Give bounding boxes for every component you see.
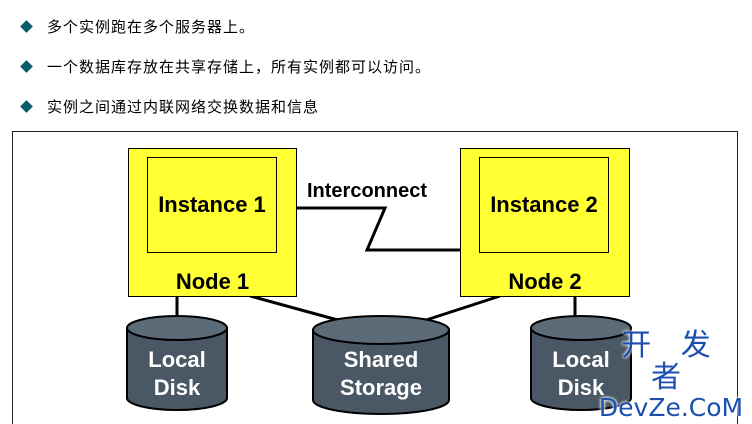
shared-storage-label: Shared Storage	[313, 346, 449, 402]
connector-node1-shared	[249, 294, 346, 324]
shared-storage-line1: Shared	[343, 347, 419, 372]
local-disk-2-line1: Local	[552, 347, 610, 372]
bullet-item: 实例之间通过内联网络交换数据和信息	[18, 86, 718, 126]
bullet-item: 一个数据库存放在共享存储上，所有实例都可以访问。	[18, 46, 718, 86]
bullet-item: 多个实例跑在多个服务器上。	[18, 6, 718, 46]
instance-2-label: Instance 2	[490, 192, 598, 217]
connector-node2-shared	[419, 294, 501, 324]
instance-1-box: Instance 1	[147, 157, 277, 253]
local-disk-2-cylinder	[530, 315, 632, 411]
bullet-text: 多个实例跑在多个服务器上。	[47, 17, 256, 36]
node-1-box: Instance 1 Node 1	[128, 148, 297, 297]
bullet-text: 实例之间通过内联网络交换数据和信息	[47, 97, 320, 116]
node-1-label: Node 1	[175, 269, 250, 294]
watermark-top: 开 发 者	[621, 328, 721, 395]
shared-storage-line2: Storage	[340, 375, 422, 400]
node-2-label: Node 2	[508, 269, 582, 294]
interconnect-line	[297, 206, 460, 252]
interconnect-label: Interconnect	[307, 180, 428, 202]
local-disk-1-cylinder	[126, 315, 228, 411]
instance-1-label: Instance 1	[158, 192, 266, 217]
local-disk-1-line2: Disk	[153, 375, 201, 400]
bullet-list: 多个实例跑在多个服务器上。 一个数据库存放在共享存储上，所有实例都可以访问。 实…	[18, 6, 718, 126]
local-disk-1-line1: Local	[148, 347, 206, 372]
instance-2-box: Instance 2	[479, 157, 609, 253]
node-2-box: Instance 2 Node 2	[460, 148, 630, 297]
local-disk-2-label: Local Disk	[531, 346, 631, 402]
diagram-frame	[12, 131, 738, 424]
local-disk-2-line2: Disk	[557, 375, 605, 400]
watermark-bottom: DevZe.CoM	[598, 393, 744, 422]
bullet-text: 一个数据库存放在共享存储上，所有实例都可以访问。	[47, 57, 432, 76]
shared-storage-cylinder	[312, 315, 450, 415]
watermark: 开 发 者 DevZe.CoM	[596, 330, 746, 422]
local-disk-1-label: Local Disk	[127, 346, 227, 402]
